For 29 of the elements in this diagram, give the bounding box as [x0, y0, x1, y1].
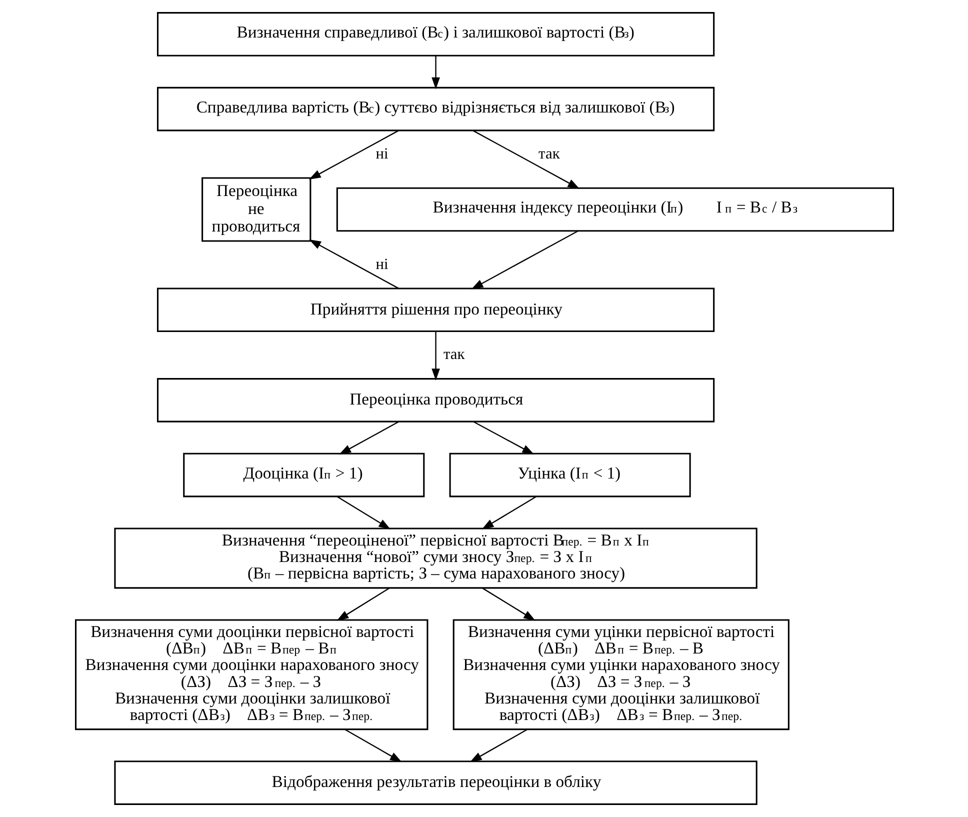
arrow	[336, 496, 390, 530]
node-box: Визначення “переоціненої” первісної вартості Впер. = Вп х Іп Визначення “нової” суми зносу Зпер. = З х Іп (Вп – первісна вартість; З – сума нарахованого зносу)	[114, 528, 757, 589]
arrow	[481, 496, 536, 530]
arrow	[472, 130, 580, 189]
arrow	[344, 728, 402, 762]
node-box: Визначення суми дооцінки первісної вартості (ΔВп) ΔВп = Впер – Вп Визначення суми дооцінки нарахованого зносу (ΔЗ) ΔЗ = Зпер. – З Визначення суми дооцінки залишкової вартості (ΔВз) ΔВз = Впер. – Зпер.	[74, 619, 428, 730]
arrow	[482, 588, 535, 621]
arrow	[470, 230, 578, 290]
arrow	[308, 239, 398, 289]
arrow	[472, 421, 534, 454]
node-box: Справедлива вартість (Вс) суттєво відрізняється від залишкової (Вз)	[156, 86, 714, 132]
edge-label: ні	[375, 256, 388, 273]
edge-label: так	[443, 346, 464, 364]
arrow	[308, 130, 398, 180]
arrow	[469, 728, 528, 762]
node-box: Визначення справедливої (Вс) і залишкової вартості (Вз)	[156, 12, 714, 56]
arrow	[336, 588, 390, 621]
node-box: Переоцінка проводиться	[156, 378, 714, 422]
edge-label: ні	[375, 145, 388, 162]
node-box: Дооцінка (Іп > 1)	[182, 452, 424, 498]
node-box: Прийняття рішення про переоцінку	[156, 288, 714, 332]
arrow	[431, 56, 440, 90]
node-box: Переоцінка не проводиться	[201, 177, 311, 242]
edge-label: так	[538, 145, 560, 162]
node-box: Відображення результатів переоцінки в обліку	[114, 760, 757, 805]
arrow	[338, 421, 398, 454]
arrow	[431, 331, 440, 381]
node-box: Уцінка (Іп < 1)	[448, 452, 690, 498]
node-box: Визначення суми уцінки первісної вартості (ΔВп) ΔВп = Впер. – В Визначення суми уцінки нарахованого зносу (ΔЗ) ΔЗ = Зпер. – З Визначення суми дооцінки залишкової вартості (ΔВз) ΔВз = Впер. – Зпер.	[452, 619, 789, 730]
